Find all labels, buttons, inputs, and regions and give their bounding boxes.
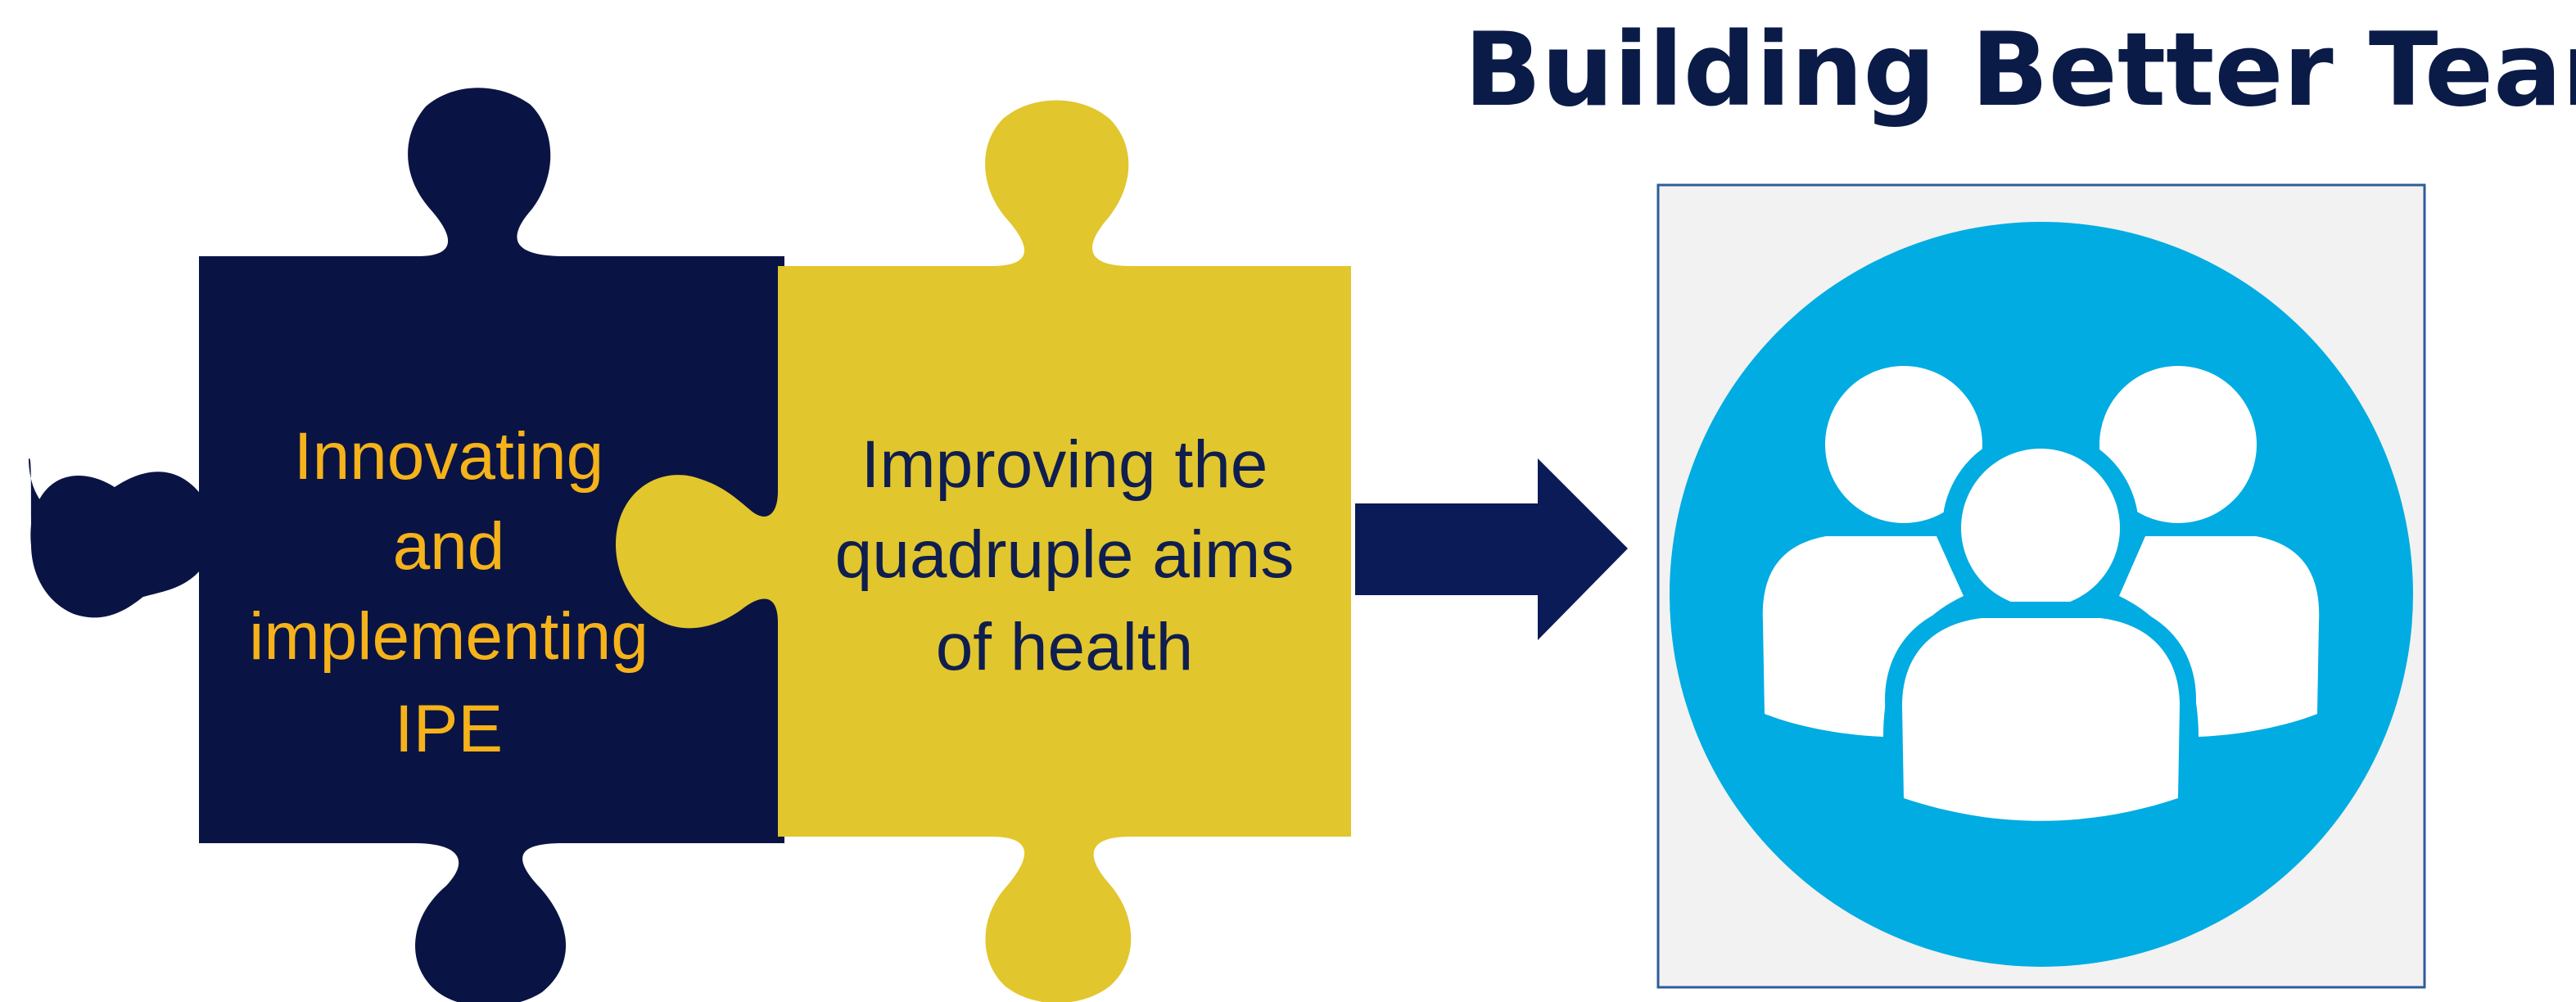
left-person-head <box>1825 366 1982 523</box>
puzzle-piece-right-shape <box>616 100 1351 1002</box>
left-piece-line-2: and <box>393 509 505 584</box>
puzzle-piece-left-knob <box>30 472 206 615</box>
right-piece-line-3: of health <box>936 610 1194 684</box>
left-piece-line-1: Innovating <box>294 419 603 494</box>
right-person-head <box>2099 366 2257 523</box>
puzzle-piece-right: Improving the quadruple aims of health <box>616 100 1351 1002</box>
center-person-head <box>1961 449 2120 607</box>
right-piece-line-1: Improving the <box>861 427 1268 502</box>
people-group-icon <box>1762 366 2320 835</box>
page-title: Building Better Teams <box>1464 11 2576 129</box>
right-arrow <box>1355 458 1628 640</box>
left-person-body <box>1762 536 1964 737</box>
puzzle-piece-left: Innovating and implementing IPE <box>29 88 784 1002</box>
right-piece-line-2: quadruple aims <box>835 517 1295 592</box>
left-piece-line-4: IPE <box>395 692 503 766</box>
center-person-body <box>1902 618 2180 821</box>
puzzle-piece-left-shape <box>29 88 784 1002</box>
left-piece-line-3: implementing <box>249 599 649 674</box>
right-person-body <box>2119 536 2320 737</box>
